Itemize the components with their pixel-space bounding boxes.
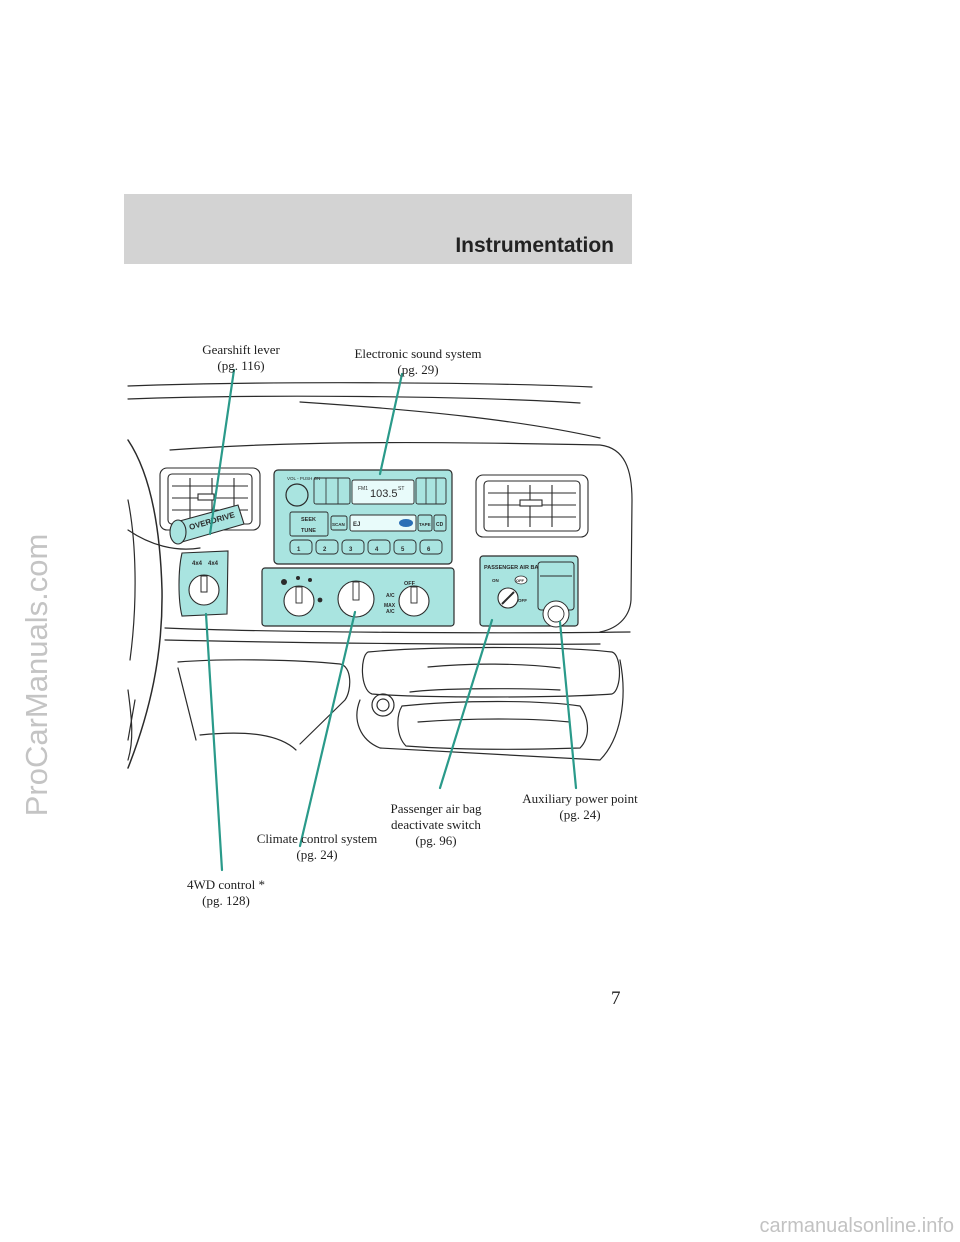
svg-text:SCAN: SCAN — [332, 522, 345, 527]
svg-text:6: 6 — [427, 547, 431, 553]
svg-text:103.5: 103.5 — [370, 488, 398, 500]
svg-text:MAX: MAX — [384, 603, 396, 609]
callout-climate-control: Climate control system (pg. 24) — [242, 831, 392, 863]
svg-text:FM1: FM1 — [358, 486, 368, 492]
svg-text:4: 4 — [375, 547, 379, 553]
right-air-vent — [475, 474, 589, 538]
callout-4wd-title: 4WD control * — [187, 877, 265, 892]
svg-text:5: 5 — [401, 547, 405, 553]
callout-power-title: Auxiliary power point — [522, 791, 638, 806]
svg-text:OFF: OFF — [404, 581, 416, 587]
svg-text:CD: CD — [436, 522, 444, 528]
svg-text:ON: ON — [492, 578, 499, 583]
gearshift-lever-illustration: OVERDRIVE — [169, 504, 245, 545]
callout-4wd-control: 4WD control * (pg. 128) — [176, 877, 276, 909]
callout-sound-title: Electronic sound system — [354, 346, 482, 361]
radio-panel: VOL - PUSH ON FM1 103.5 ST SEEK TUNE SCA… — [273, 469, 453, 565]
svg-text:OFF: OFF — [518, 598, 527, 603]
svg-text:ST: ST — [398, 486, 404, 492]
leader-climate — [298, 610, 357, 848]
svg-text:4x4: 4x4 — [192, 561, 203, 567]
leader-4wd — [204, 612, 224, 872]
side-watermark: ProCarManuals.com — [12, 515, 62, 835]
callout-climate-title: Climate control system — [256, 831, 378, 846]
page-number: 7 — [611, 988, 621, 1009]
callout-airbag-switch: Passenger air bag deactivate switch (pg.… — [376, 801, 496, 849]
windshield-line-lower — [127, 395, 581, 404]
steering-wheel-rim — [127, 439, 163, 769]
callout-gearshift: Gearshift lever (pg. 116) — [186, 342, 296, 374]
bottom-watermark: carmanualsonline.info — [759, 1215, 954, 1237]
callout-airbag-subtitle: deactivate switch — [391, 817, 481, 832]
svg-text:TUNE: TUNE — [301, 528, 316, 534]
callout-sound-system: Electronic sound system (pg. 29) — [338, 346, 498, 378]
callout-gearshift-title: Gearshift lever — [202, 342, 280, 357]
lower-compartment — [397, 700, 589, 750]
leader-sound — [378, 372, 404, 476]
svg-text:A/C: A/C — [386, 609, 395, 615]
svg-text:4x4: 4x4 — [208, 561, 219, 567]
svg-text:PASSENGER AIR BAG: PASSENGER AIR BAG — [484, 565, 543, 571]
svg-text:TAPE: TAPE — [419, 522, 431, 527]
callout-power-page: (pg. 24) — [559, 807, 601, 822]
4wd-control-panel: 4x4 4x4 — [178, 550, 229, 617]
section-header-band: Instrumentation — [124, 194, 632, 264]
leader-airbag — [438, 618, 494, 790]
svg-text:OFF: OFF — [516, 578, 525, 583]
storage-bin — [361, 646, 621, 698]
airbag-deactivate-panel: PASSENGER AIR BAG ON OFF OFF — [479, 555, 579, 628]
windshield-line-upper — [127, 382, 593, 388]
climate-control-panel: OFF A/C MAX A/C — [261, 567, 455, 627]
svg-text:3: 3 — [349, 547, 353, 553]
leader-gearshift — [208, 368, 236, 536]
callout-power-point: Auxiliary power point (pg. 24) — [510, 791, 650, 823]
svg-text:VOL - PUSH ON: VOL - PUSH ON — [287, 476, 320, 481]
callout-airbag-page: (pg. 96) — [415, 833, 457, 848]
svg-text:EJ: EJ — [353, 522, 360, 528]
cigar-lighter — [371, 693, 395, 717]
callout-gearshift-page: (pg. 116) — [217, 358, 265, 373]
svg-text:A/C: A/C — [386, 593, 395, 599]
callout-sound-page: (pg. 29) — [397, 362, 439, 377]
callout-climate-page: (pg. 24) — [296, 847, 338, 862]
svg-text:2: 2 — [323, 547, 327, 553]
callout-airbag-title: Passenger air bag — [390, 801, 482, 816]
callout-4wd-page: (pg. 128) — [202, 893, 250, 908]
svg-text:1: 1 — [297, 547, 301, 553]
leader-power-point — [558, 620, 578, 790]
svg-text:SEEK: SEEK — [301, 517, 316, 523]
section-title: Instrumentation — [455, 234, 614, 257]
side-watermark-text: ProCarManuals.com — [19, 533, 54, 817]
